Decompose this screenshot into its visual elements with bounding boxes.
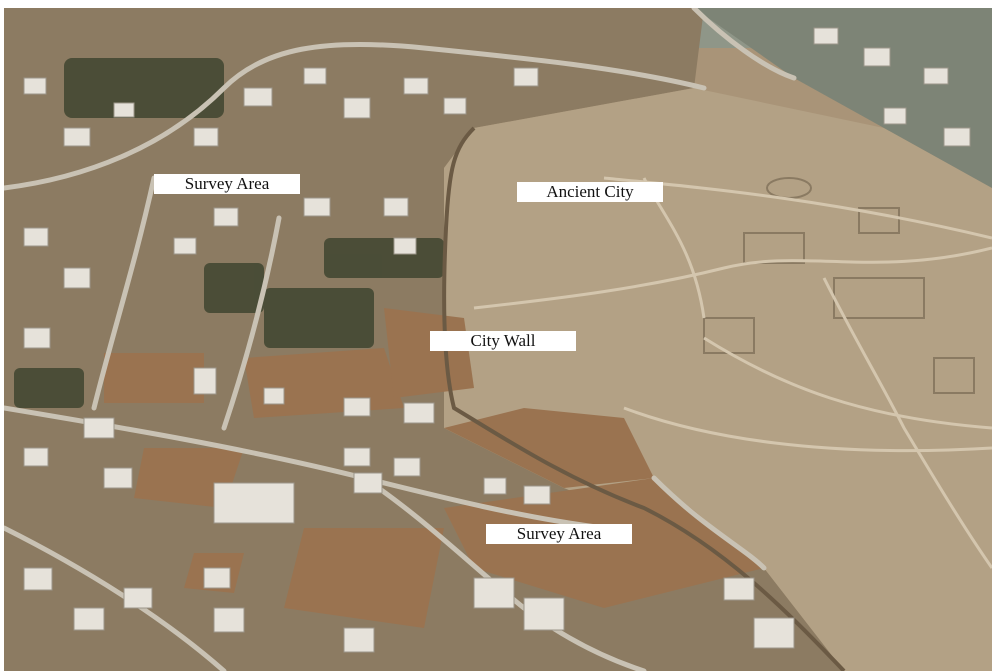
survey-area-label-bottom: Survey Area bbox=[486, 524, 632, 544]
buildings bbox=[23, 27, 971, 653]
ancient-city-site bbox=[444, 88, 992, 671]
aerial-photograph: Survey Area Ancient City City Wall Surve… bbox=[4, 8, 992, 671]
city-wall-line bbox=[442, 126, 846, 671]
aerial-photo-illustration bbox=[4, 8, 992, 671]
ancient-city-label: Ancient City bbox=[517, 182, 663, 202]
survey-area-label-top: Survey Area bbox=[154, 174, 300, 194]
city-wall-label: City Wall bbox=[430, 331, 576, 351]
northeast-town bbox=[694, 8, 992, 188]
